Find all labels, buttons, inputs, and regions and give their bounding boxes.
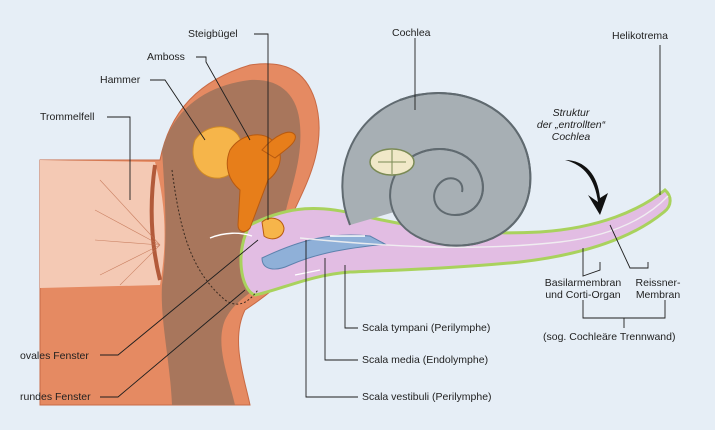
uncoil-arrow xyxy=(565,160,608,215)
label-reissner-line1: Reissner- xyxy=(628,277,688,289)
label-basilar-line1: Basilarmembran xyxy=(528,277,638,289)
label-scala-vestibuli: Scala vestibuli (Perilymphe) xyxy=(362,391,492,403)
label-trennwand: (sog. Cochleäre Trennwand) xyxy=(543,331,676,343)
stapes-footplate xyxy=(262,218,284,239)
label-struktur-line3: Cochlea xyxy=(531,131,611,143)
label-struktur-line1: Struktur xyxy=(531,107,611,119)
label-basilar-line2: und Corti-Organ xyxy=(528,289,638,301)
label-amboss: Amboss xyxy=(147,51,185,63)
label-scala-media: Scala media (Endolymphe) xyxy=(362,354,488,366)
label-trommelfell: Trommelfell xyxy=(40,111,94,123)
label-rundes-fenster: rundes Fenster xyxy=(20,391,91,403)
ear-canal xyxy=(40,160,165,288)
label-scala-tympani: Scala tympani (Perilymphe) xyxy=(362,322,490,334)
label-struktur-line2: der „entrollten“ xyxy=(531,119,611,131)
label-hammer: Hammer xyxy=(100,74,140,86)
label-steigbuegel: Steigbügel xyxy=(188,28,238,40)
label-reissner-line2: Membran xyxy=(628,289,688,301)
label-helikotrema: Helikotrema xyxy=(612,30,668,42)
label-ovales-fenster: ovales Fenster xyxy=(20,350,89,362)
label-cochlea: Cochlea xyxy=(392,27,431,39)
